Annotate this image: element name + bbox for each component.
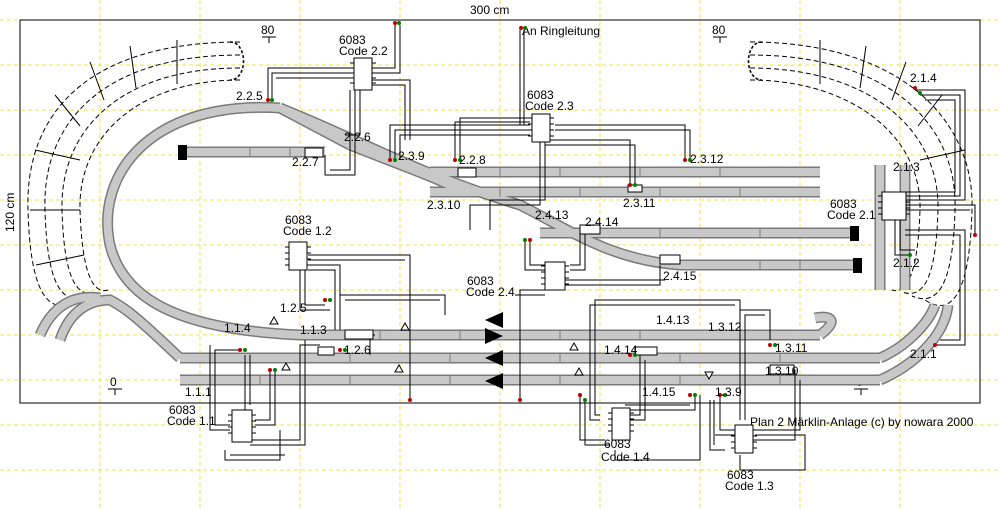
switch-label-2-4-14: 2.4.14	[585, 215, 619, 229]
switch-label-2-2-6: 2.2.6	[344, 130, 371, 144]
svg-text:Code 1.3: Code 1.3	[725, 479, 774, 493]
switch-label-1-3-12: 1.3.12	[708, 320, 742, 334]
switch-label-2-4-15: 2.4.15	[663, 269, 697, 283]
svg-text:80: 80	[712, 23, 726, 37]
switch-label-2-2-7: 2.2.7	[292, 155, 319, 169]
board-frame	[19, 19, 981, 404]
switch-label-1-3-9: 1.3.9	[715, 385, 742, 399]
switch-label-1-4-15: 1.4.15	[642, 385, 676, 399]
tunnel-portal-left	[229, 41, 245, 81]
decoder-1-4: 6083 Code 1.4	[601, 407, 650, 464]
svg-text:Code 1.4: Code 1.4	[601, 450, 650, 464]
switch-label-1-1-3: 1.1.3	[300, 323, 327, 337]
switch-label-2-3-12: 2.3.12	[690, 152, 724, 166]
switch-label-2-1-3: 2.1.3	[893, 160, 920, 174]
decoder-2-1: 6083 Code 2.1	[827, 191, 910, 222]
footer-credit: Plan 2 Märklin-Anlage (c) by nowara 2000	[750, 415, 974, 429]
svg-text:0: 0	[110, 375, 117, 389]
svg-text:Code 2.3: Code 2.3	[525, 99, 574, 113]
switch-label-1-2-5: 1.2.5	[280, 301, 307, 315]
feed-label: An Ringleitung	[522, 24, 600, 38]
decoder-2-3: 6083 Code 2.3	[525, 88, 574, 143]
decoder-1-2: 6083 Code 1.2	[283, 213, 332, 271]
level-mark-80-right: 80	[712, 23, 727, 43]
connector-plugs	[238, 21, 977, 402]
decoder-2-2: 6083 Code 2.2	[339, 33, 388, 91]
tunnel-portal-right	[747, 41, 763, 81]
svg-text:Code 2.4: Code 2.4	[466, 285, 515, 299]
svg-text:6083: 6083	[727, 468, 754, 482]
switch-label-1-3-11: 1.3.11	[775, 341, 808, 355]
svg-text:80: 80	[261, 23, 275, 37]
svg-text:Code 1.1: Code 1.1	[167, 414, 216, 428]
direction-arrows	[485, 312, 503, 389]
switch-label-2-3-11: 2.3.11	[623, 196, 656, 210]
svg-text:6083: 6083	[830, 197, 857, 211]
switch-label-2-3-10: 2.3.10	[427, 198, 461, 212]
switch-label-2-1-1: 2.1.1	[910, 347, 937, 361]
height-dimension: 120 cm	[3, 193, 17, 232]
switch-label-2-4-13: 2.4.13	[535, 208, 569, 222]
svg-text:Code 1.2: Code 1.2	[283, 224, 332, 238]
level-mark-0-left: 0	[108, 375, 122, 395]
wiring	[209, 25, 976, 471]
switch-label-1-3-10: 1.3.10	[765, 364, 799, 378]
svg-text:6083: 6083	[339, 33, 366, 47]
switch-label-1-4-13: 1.4.13	[656, 313, 690, 327]
svg-text:6083: 6083	[527, 88, 554, 102]
level-mark-80-left: 80	[261, 23, 276, 43]
svg-text:Code 2.2: Code 2.2	[339, 44, 388, 58]
svg-text:6083: 6083	[467, 274, 494, 288]
switch-label-2-1-2: 2.1.2	[893, 256, 920, 270]
switch-label-1-2-6: 1.2.6	[344, 343, 371, 357]
switch-label-2-2-8: 2.2.8	[459, 153, 486, 167]
decoder-1-1: 6083 Code 1.1	[167, 403, 256, 443]
switch-label-1-4-14: 1.4.14	[604, 343, 638, 357]
tracks	[34, 101, 954, 386]
switch-label-2-3-9: 2.3.9	[398, 149, 425, 163]
decoder-2-4: 6083 Code 2.4	[466, 261, 569, 299]
decoder-1-3: 6083 Code 1.3	[725, 424, 774, 493]
switch-label-1-1-1: 1.1.1	[185, 385, 212, 399]
svg-text:Code 2.1: Code 2.1	[827, 208, 876, 222]
track-contacts	[269, 315, 714, 381]
svg-text:6083: 6083	[169, 403, 196, 417]
switch-labels: 2.2.5 2.2.6 2.2.7 2.3.9 2.2.8 2.3.12 2.3…	[185, 71, 937, 399]
switch-label-1-1-4: 1.1.4	[224, 321, 251, 335]
turnout-drives	[304, 147, 795, 375]
switch-label-2-2-5: 2.2.5	[236, 89, 263, 103]
svg-text:6083: 6083	[285, 213, 312, 227]
switch-label-2-1-4: 2.1.4	[910, 71, 937, 85]
buffer-stops	[178, 145, 862, 273]
width-dimension: 300 cm	[470, 3, 509, 17]
